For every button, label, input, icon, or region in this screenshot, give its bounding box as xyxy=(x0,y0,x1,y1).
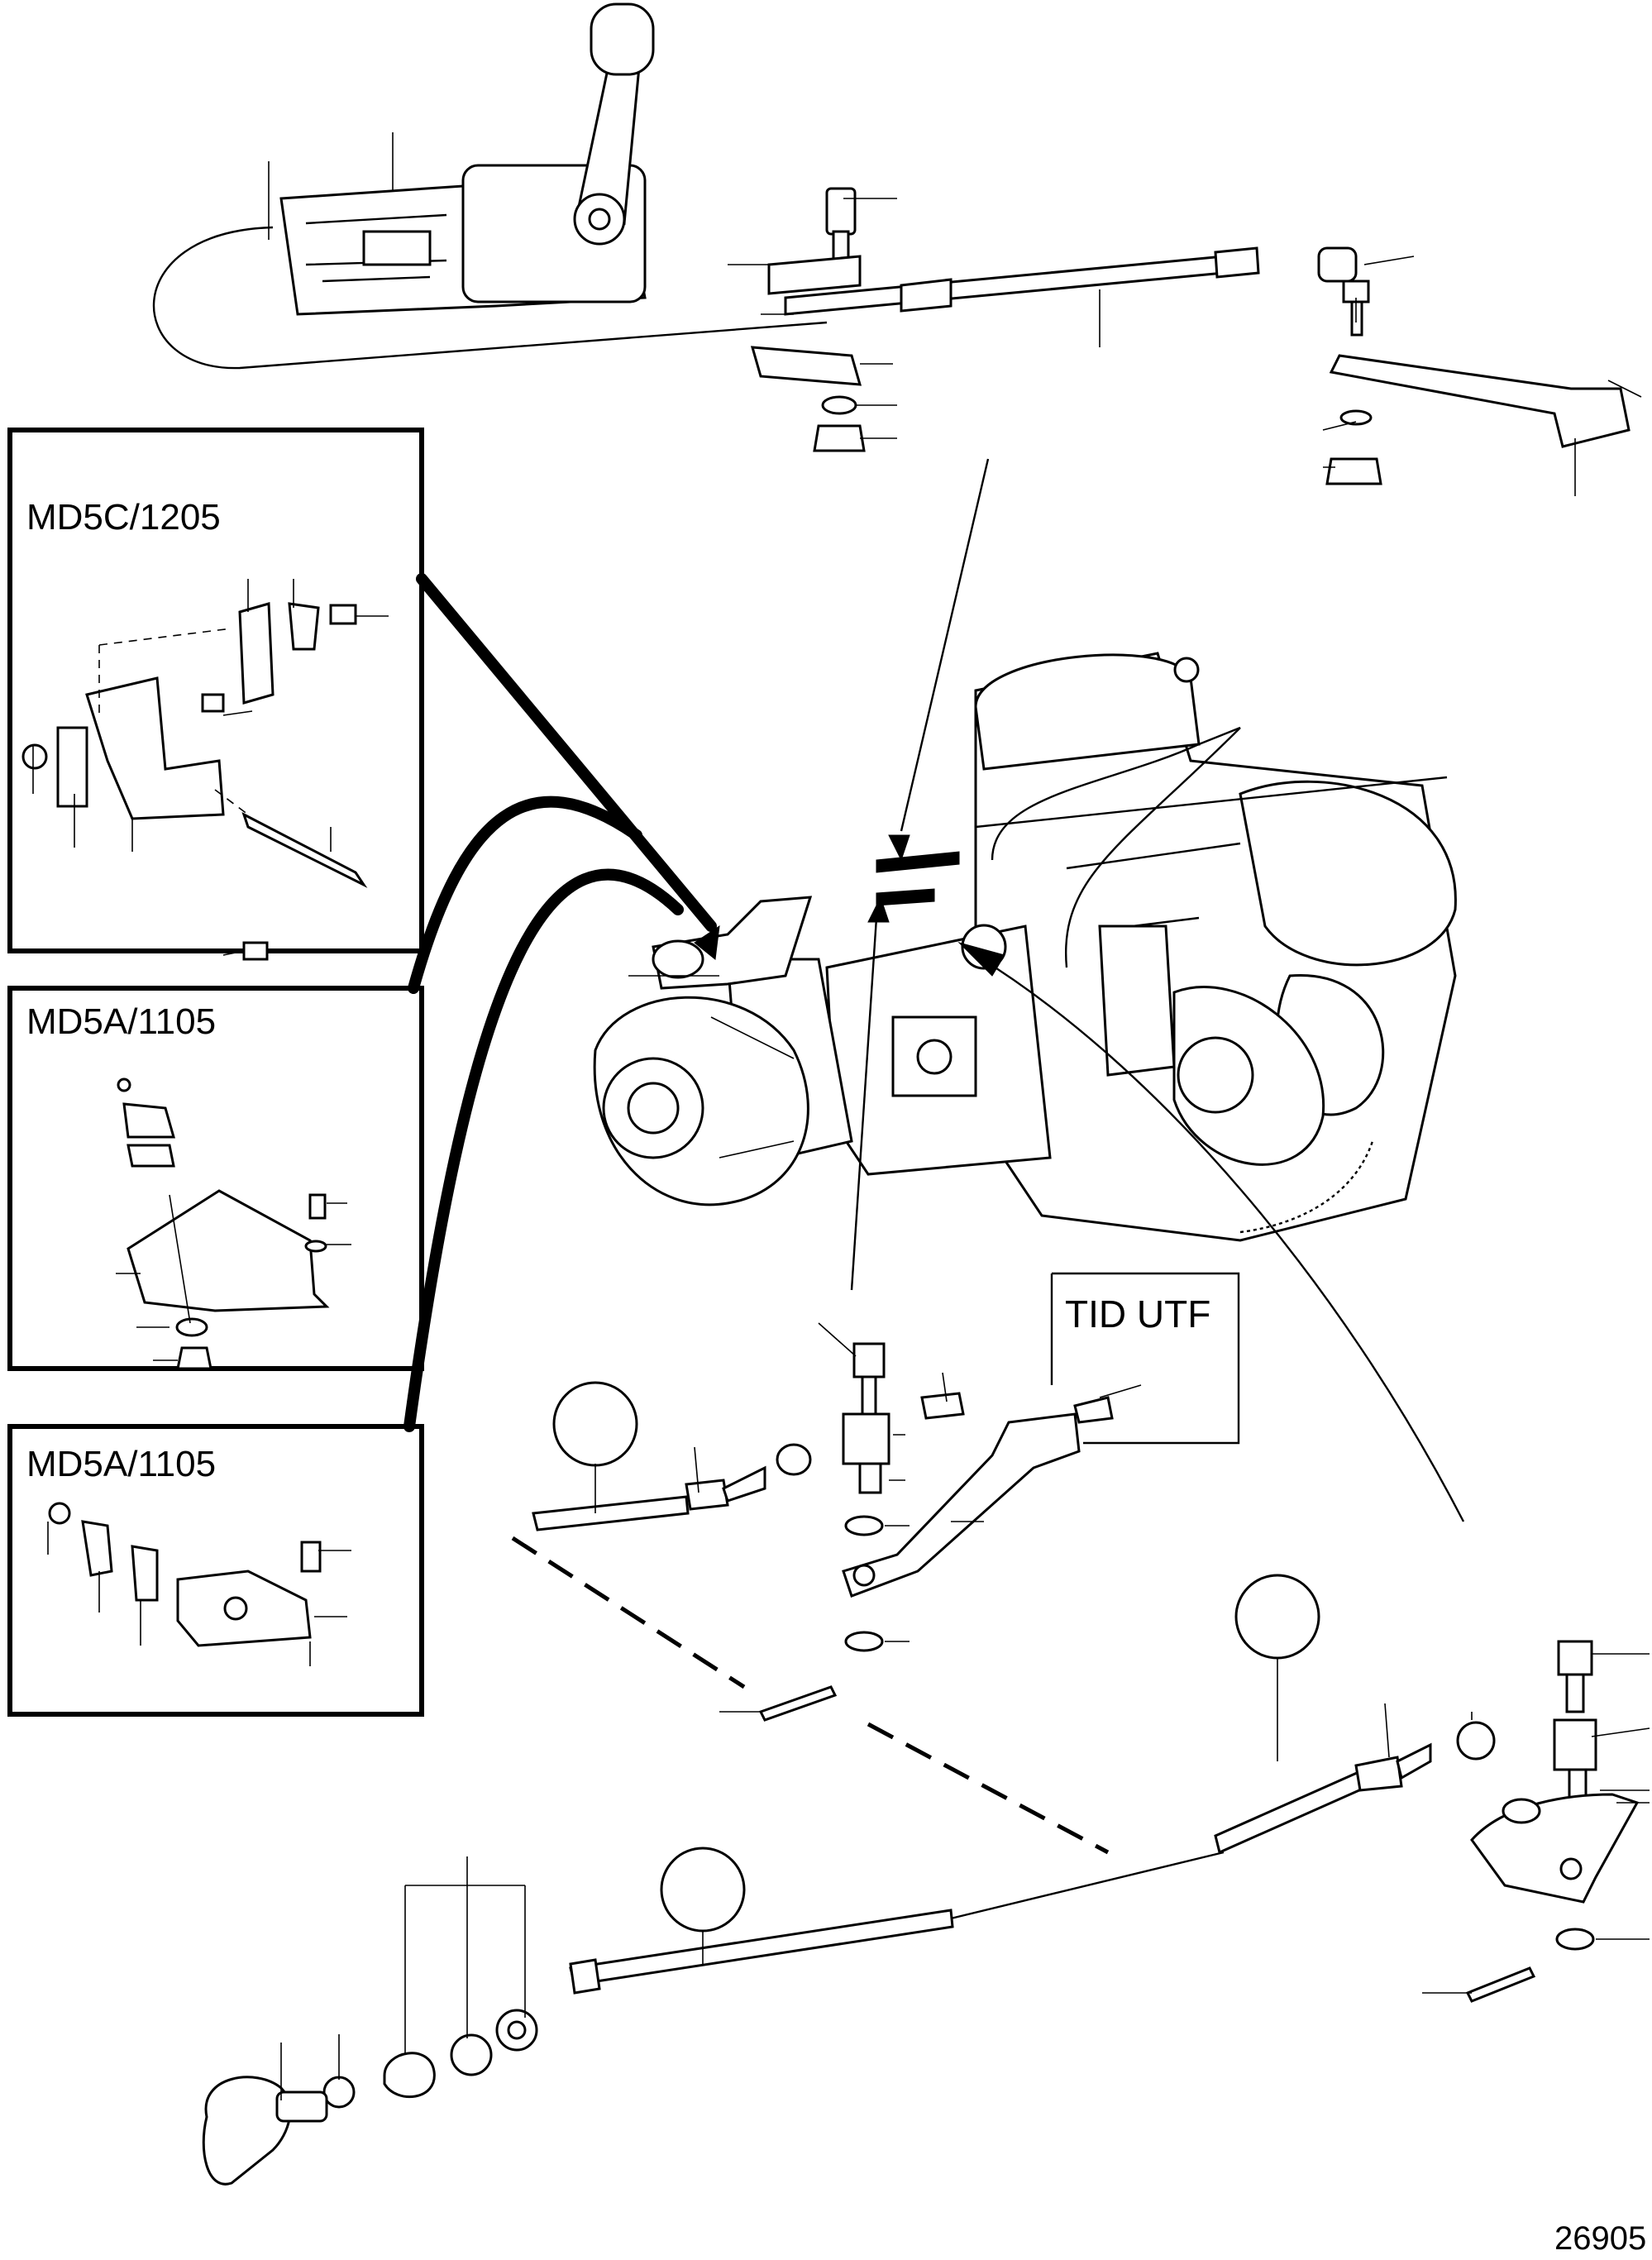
inset-md5c-1205-label: MD5C/1205 xyxy=(26,497,221,538)
bottom-right-linkage xyxy=(1214,1574,1650,2003)
inset-md5a-1105-b: MD5A/1105 xyxy=(7,1424,424,1717)
inset-md5c-1205: MD5C/1205 xyxy=(7,428,424,961)
engine-assembly xyxy=(593,652,1457,1242)
reference-circle xyxy=(1234,1574,1320,1660)
middle-linkage-assembly xyxy=(511,1322,1142,1855)
reference-circle xyxy=(552,1381,638,1467)
inset-md5a-1105-b-label: MD5A/1105 xyxy=(26,1444,216,1484)
inset-callout-curves xyxy=(403,573,717,1432)
inset-md5a-1105-a-label: MD5A/1105 xyxy=(26,1001,216,1042)
tid-utf-box: TID UTF xyxy=(1050,1272,1240,1445)
reference-circle xyxy=(660,1847,746,1933)
figure-number: 26905 xyxy=(1554,2220,1646,2257)
remote-control-assembly xyxy=(152,2,1642,496)
inset-md5a-1105-a: MD5A/1105 xyxy=(7,986,424,1371)
stop-control-assembly xyxy=(202,1847,1225,2186)
engine-callout-arrows xyxy=(694,458,1465,1522)
tid-utf-label: TID UTF xyxy=(1065,1292,1210,1335)
